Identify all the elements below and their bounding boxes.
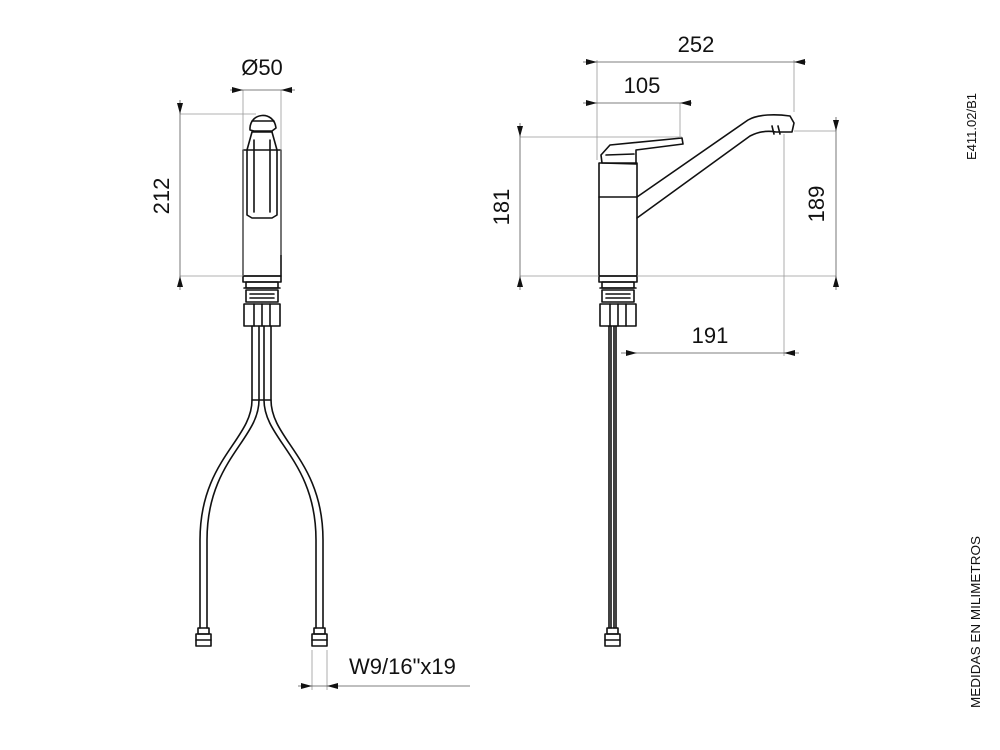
dim-connection-label: W9/16"x19: [349, 654, 456, 679]
side-body-offset-dimension: 105: [583, 73, 692, 138]
front-view: Ø50 212 W9/16"x19: [149, 55, 470, 690]
front-height-dimension: 212: [149, 100, 256, 290]
side-spout-height-dimension: 189: [637, 117, 839, 290]
connection-dimension: W9/16"x19: [298, 650, 470, 690]
side-body-height-dimension: 181: [489, 123, 682, 290]
front-body: [242, 149, 282, 277]
side-hose: [604, 325, 621, 647]
side-body: [598, 162, 638, 277]
side-spout-reach-dimension: 191: [621, 134, 799, 356]
side-view: 252 105 181 189: [489, 32, 839, 647]
front-hose-fittings: [195, 627, 328, 647]
front-diameter-dimension: Ø50: [230, 55, 295, 276]
dim-spout-height-label: 189: [804, 186, 829, 223]
dim-front-height-label: 212: [149, 178, 174, 215]
dim-overall-length-label: 252: [678, 32, 715, 57]
dim-body-height-label: 181: [489, 189, 514, 226]
front-lever: [246, 131, 278, 219]
side-lever: [600, 137, 684, 165]
side-base-ring: [598, 275, 638, 283]
units-note: MEDIDAS EN MILIMETROS: [968, 536, 983, 708]
front-handle-cap: [249, 114, 277, 132]
drawing-code: E411.02/B1: [964, 93, 979, 160]
dim-body-offset-label: 105: [624, 73, 661, 98]
dim-spout-reach-label: 191: [692, 323, 729, 348]
side-overall-dimension: 252: [583, 32, 806, 160]
side-spout: [636, 114, 795, 219]
dim-diameter-label: Ø50: [241, 55, 283, 80]
front-hoses: [199, 325, 324, 629]
front-base-ring: [242, 275, 282, 283]
